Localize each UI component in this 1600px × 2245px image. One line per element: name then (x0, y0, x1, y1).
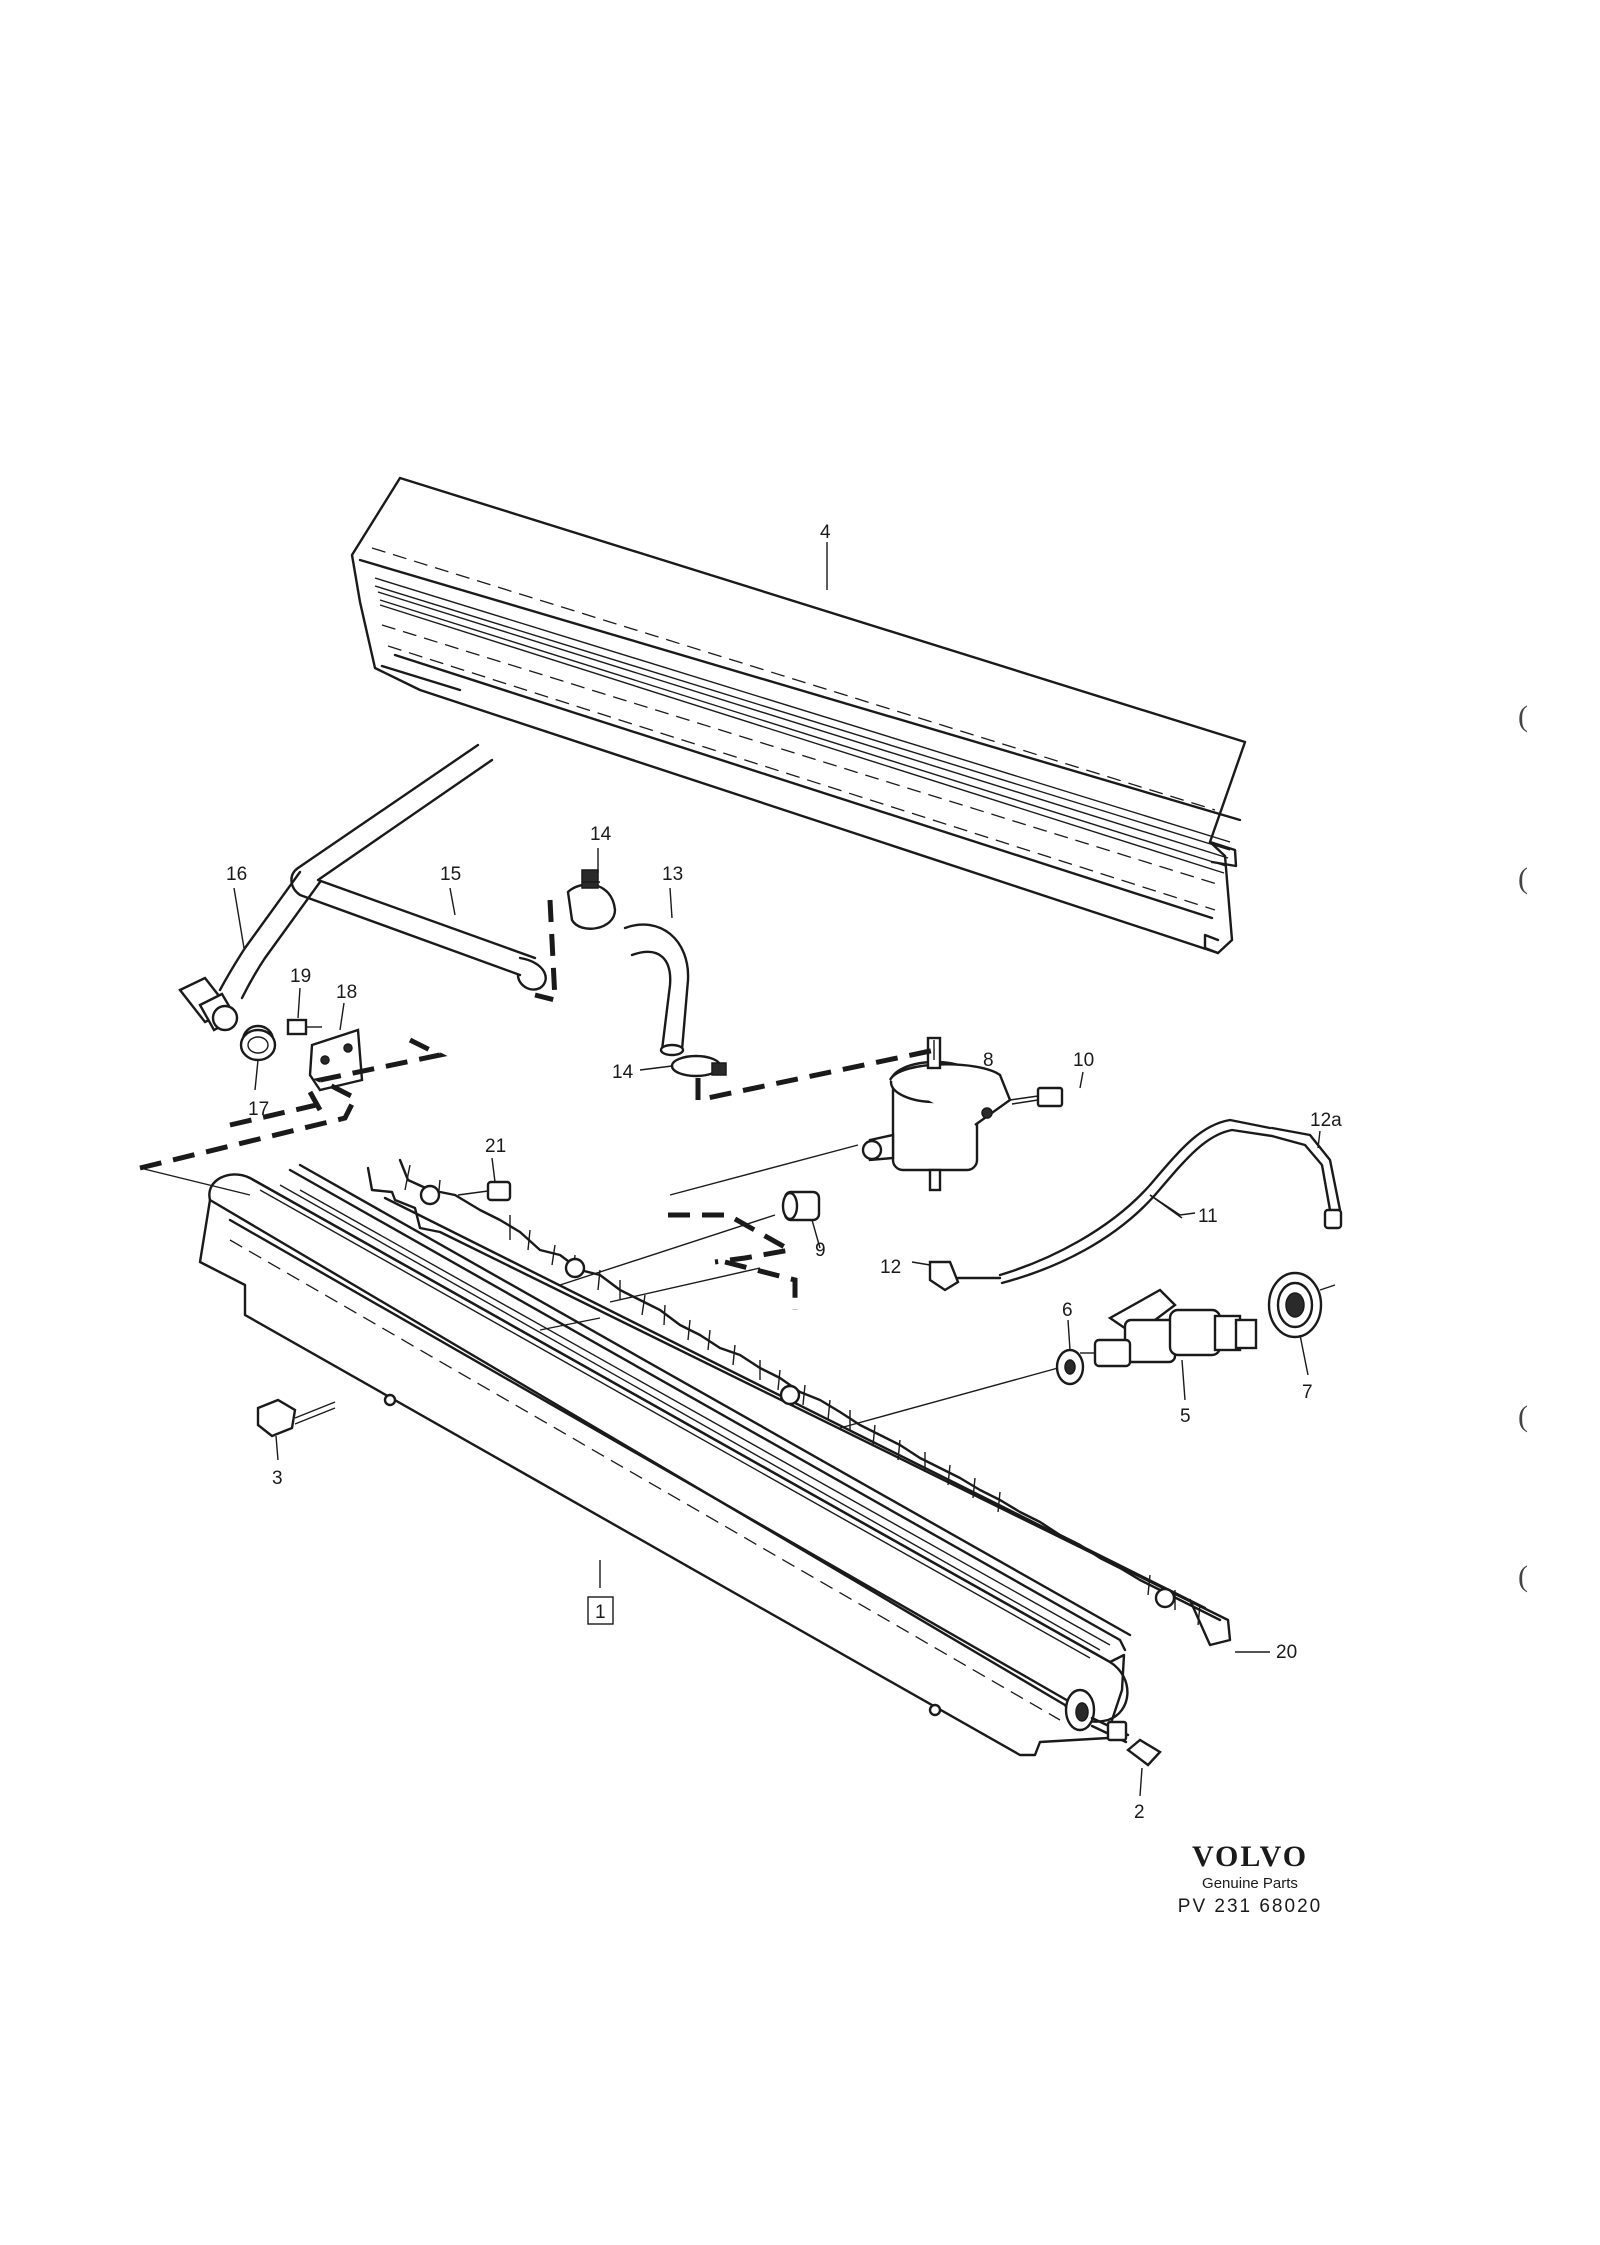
screw-part-19 (286, 1018, 322, 1036)
o-ring-part-7 (1267, 1271, 1336, 1339)
callout-13: 13 (662, 864, 683, 885)
damper-part-9 (781, 1190, 821, 1222)
callout-18: 18 (336, 982, 357, 1003)
callout-17: 17 (248, 1099, 269, 1120)
callout-8: 8 (983, 1050, 994, 1071)
pressure-regulator-part-8 (861, 1036, 1012, 1192)
cover-part-4 (350, 476, 1247, 955)
callout-10: 10 (1073, 1050, 1094, 1071)
callout-9: 9 (815, 1240, 826, 1261)
callout-20: 20 (1276, 1642, 1297, 1663)
callout-labels: 4 16 15 14 13 19 18 17 14 8 10 12a 21 11… (226, 522, 1342, 1823)
callout-14-upper: 14 (590, 824, 612, 845)
callout-4: 4 (820, 522, 831, 543)
assembly-dashed-lines (139, 899, 936, 1310)
clamp-part-14-upper (566, 869, 617, 930)
callout-12: 12 (880, 1257, 901, 1278)
injector-part-5 (1080, 1288, 1258, 1368)
fuel-pipe-part-15-16 (178, 743, 547, 1056)
clamp-part-14-lower (670, 1054, 727, 1078)
bolt-part-10 (1009, 1086, 1064, 1108)
brand-block: VOLVO Genuine Parts PV 231 68020 (1150, 1840, 1350, 1920)
binding-mark: ( (1518, 1400, 1528, 1433)
callout-19: 19 (290, 966, 311, 987)
callout-1: 1 (595, 1602, 606, 1623)
leader-lines (233, 542, 1321, 1797)
callout-12a: 12a (1310, 1110, 1342, 1131)
callout-11: 11 (1198, 1206, 1218, 1227)
callout-21: 21 (485, 1136, 506, 1157)
seal-ring-part-17 (239, 1028, 277, 1062)
part-code: PV 231 68020 (1177, 1896, 1323, 1917)
fuel-rail-part-1 (198, 1163, 1132, 1757)
binding-mark: ( (1518, 1560, 1528, 1593)
brand-logo: VOLVO (1191, 1840, 1309, 1873)
connector-part-12 (928, 1260, 1002, 1292)
screw-part-21 (457, 1180, 512, 1202)
callout-5: 5 (1180, 1406, 1191, 1427)
bolt-part-3 (256, 1398, 336, 1438)
seal-part-6 (1055, 1348, 1085, 1386)
assembly-thin-lines (139, 1144, 1059, 1429)
vacuum-hose-part-11 (998, 1118, 1343, 1285)
callout-2: 2 (1134, 1802, 1145, 1823)
callout-14-lower: 14 (612, 1062, 634, 1083)
callout-15: 15 (440, 864, 461, 885)
retainer-strip-part-20 (366, 1158, 1232, 1647)
hose-part-13 (623, 923, 690, 1057)
binding-mark: ( (1518, 862, 1528, 895)
binding-mark: ( (1518, 700, 1528, 733)
callout-16: 16 (226, 864, 247, 885)
callout-7: 7 (1302, 1382, 1313, 1403)
callout-3: 3 (272, 1468, 283, 1489)
callout-6: 6 (1062, 1300, 1073, 1321)
brand-subtitle: Genuine Parts (1202, 1875, 1298, 1892)
valve-part-2 (1090, 1716, 1162, 1767)
bracket-part-18 (308, 1028, 364, 1092)
